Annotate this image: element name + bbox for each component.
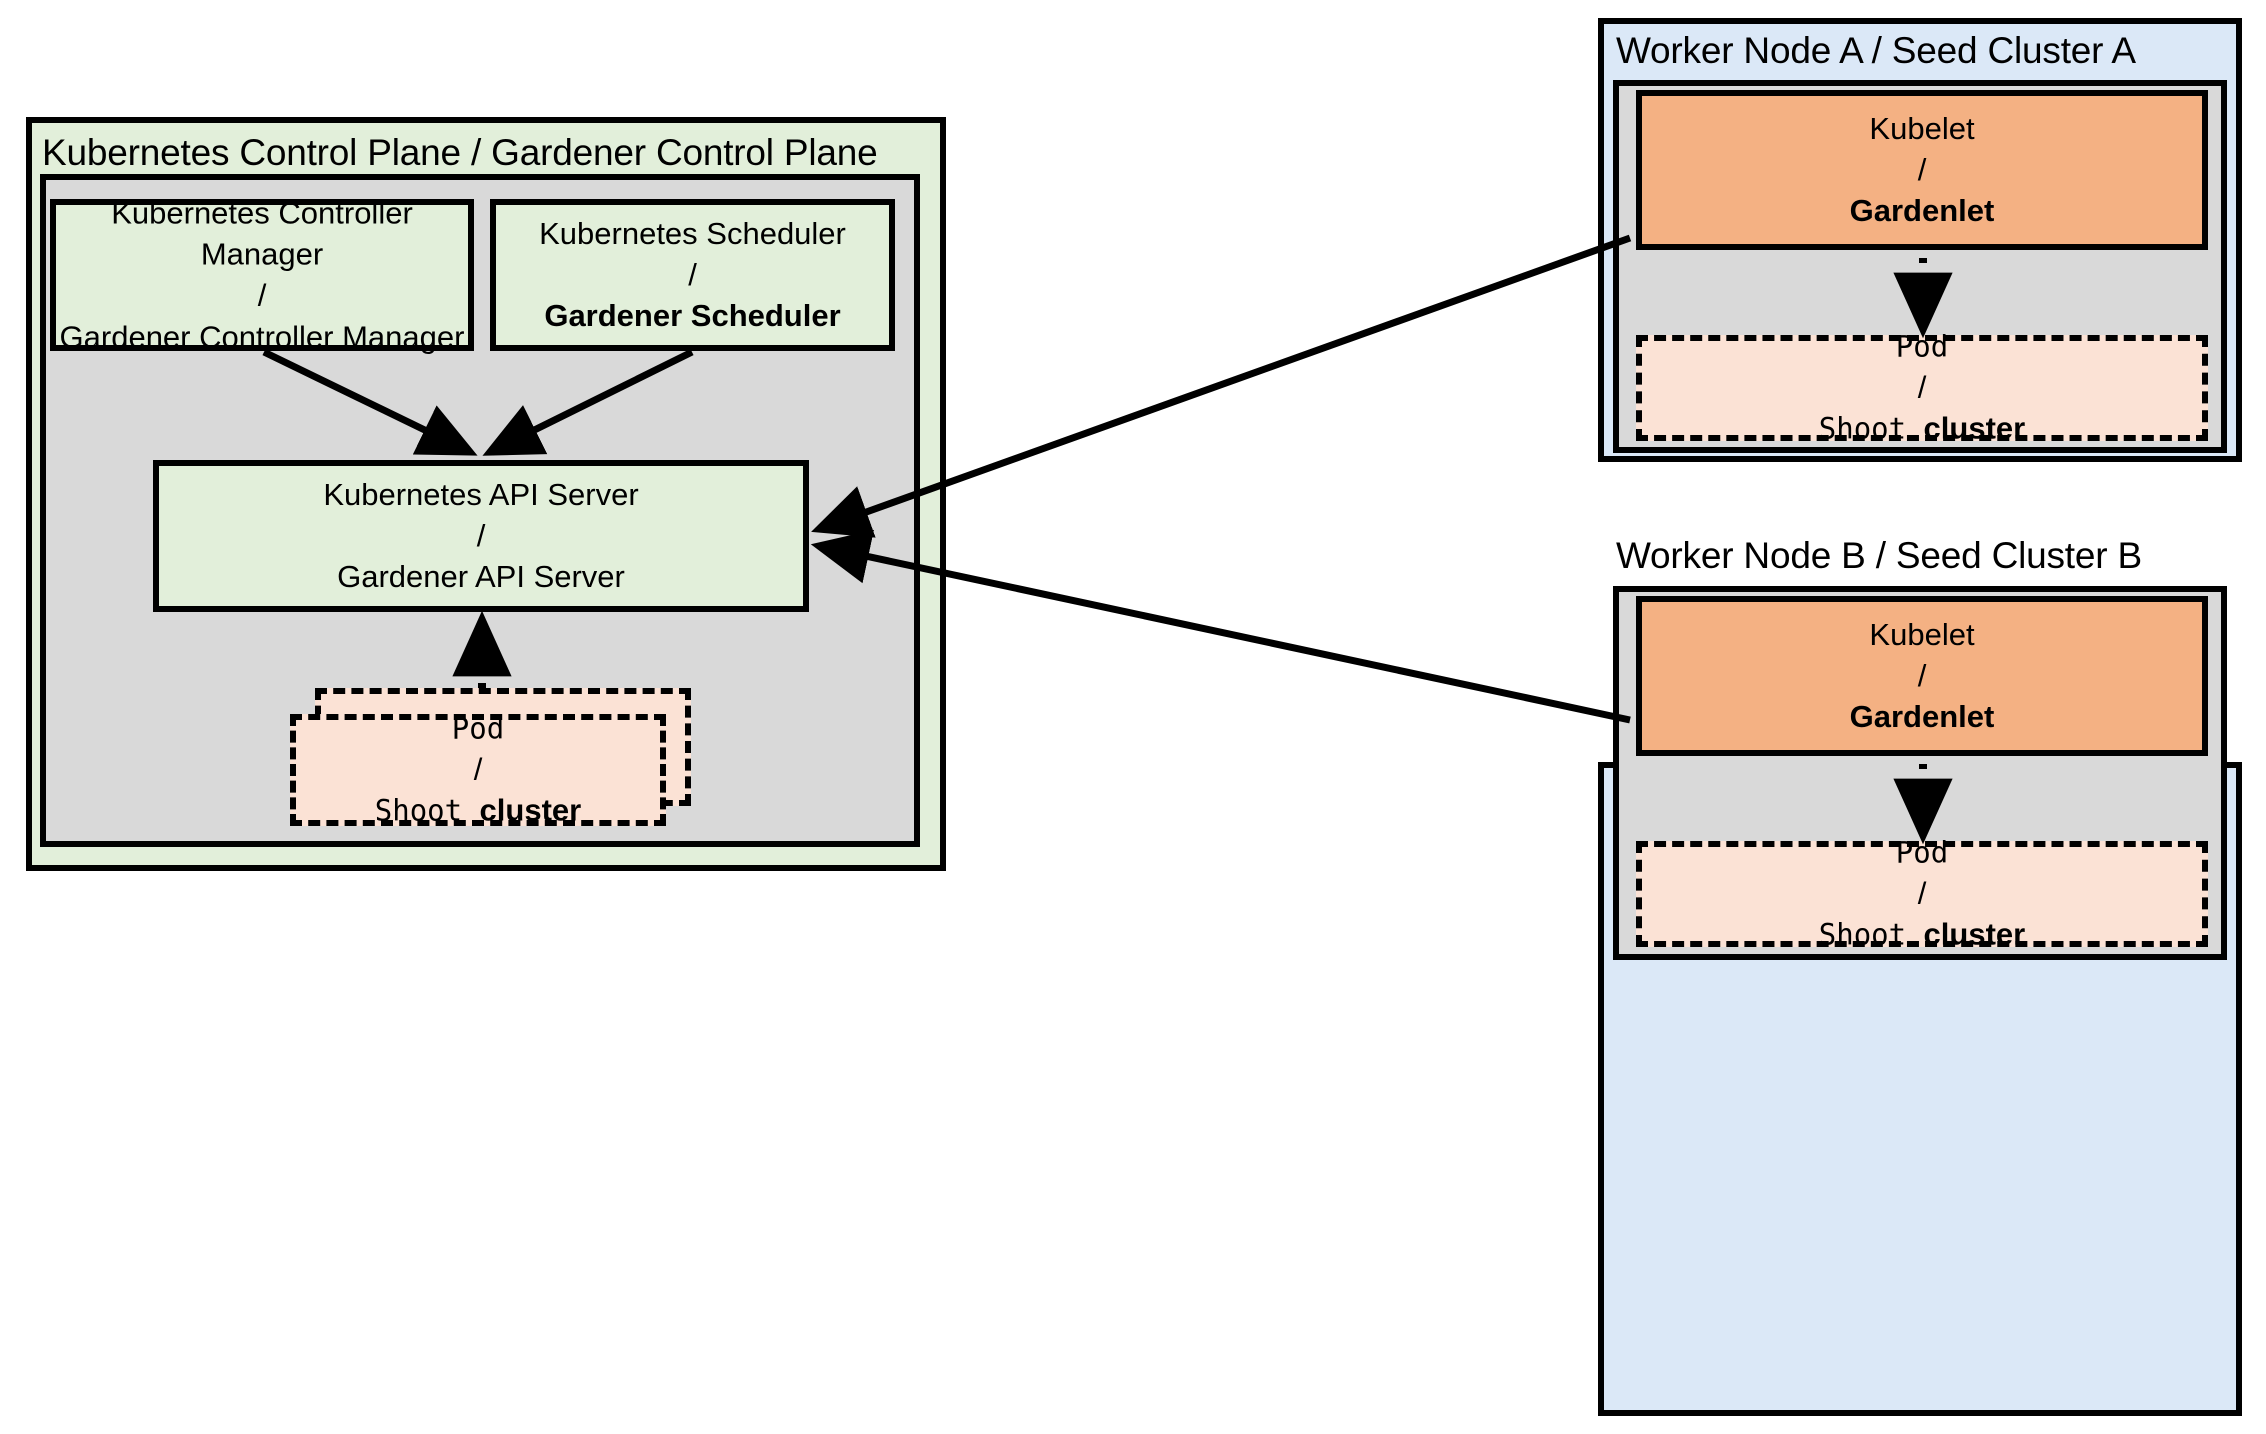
kubernetes-api-server-box[interactable]: Kubernetes API Server / Gardener API Ser… <box>153 460 809 612</box>
scheduler-line2: Gardener Scheduler <box>544 298 841 334</box>
worker-node-a-group-label: Worker Node A / Seed Cluster A <box>1616 30 2136 71</box>
worker-node-b-pod-separator: / <box>1917 875 1927 911</box>
controller-manager-separator: / <box>257 278 267 313</box>
control-plane-pod-box[interactable]: Pod / Shoot cluster <box>290 712 666 827</box>
scheduler-line1: Kubernetes Scheduler <box>539 216 846 252</box>
controller-manager-line1: Kubernetes Controller Manager <box>111 195 413 272</box>
worker-node-a-pod-separator: / <box>1917 369 1927 405</box>
api-server-line1: Kubernetes API Server <box>323 477 639 513</box>
worker-node-a-kubelet-line2: Gardenlet <box>1849 193 1995 229</box>
worker-node-b-pod-text: Pod / Shoot cluster <box>1642 834 2202 955</box>
worker-node-a-pod-box[interactable]: Pod / Shoot cluster <box>1636 330 2208 445</box>
kubernetes-scheduler-box[interactable]: Kubernetes Scheduler / Gardener Schedule… <box>490 199 895 351</box>
worker-node-b-group-label: Worker Node B / Seed Cluster B <box>1616 535 2142 576</box>
worker-node-b-kubelet-text: Kubelet / Gardenlet <box>1642 614 2202 738</box>
scheduler-text: Kubernetes Scheduler / Gardener Schedule… <box>496 213 889 337</box>
control-plane-pod-text: Pod / Shoot cluster <box>296 710 660 831</box>
control-plane-pod-separator: / <box>473 751 483 787</box>
worker-node-a-kubelet-text: Kubelet / Gardenlet <box>1642 108 2202 232</box>
worker-node-a-pod-line1: Pod <box>1895 329 1949 364</box>
controller-manager-text: Kubernetes Controller Manager / Gardener… <box>56 193 468 358</box>
worker-node-a-pod-line2-plain: Shoot <box>1818 411 1924 446</box>
api-server-text: Kubernetes API Server / Gardener API Ser… <box>159 474 803 598</box>
api-server-separator: / <box>476 518 486 554</box>
worker-node-b-pod-line2-plain: Shoot <box>1818 917 1924 952</box>
worker-node-b-kubelet-separator: / <box>1917 658 1927 694</box>
worker-node-a-kubelet-box[interactable]: Kubelet / Gardenlet <box>1636 90 2208 250</box>
control-plane-pod-line2-plain: Shoot <box>374 793 480 828</box>
worker-node-b-pod-box[interactable]: Pod / Shoot cluster <box>1636 836 2208 951</box>
worker-node-a-pod-line2-bold: cluster <box>1923 410 2026 446</box>
scheduler-separator: / <box>688 257 697 293</box>
worker-node-b-kubelet-line1: Kubelet <box>1869 617 1975 653</box>
worker-node-b-kubelet-box[interactable]: Kubelet / Gardenlet <box>1636 596 2208 756</box>
control-plane-pod-line2: Shoot cluster <box>296 789 660 830</box>
worker-node-b-pod-line1: Pod <box>1895 835 1949 870</box>
worker-node-a-kubelet-line1: Kubelet <box>1869 111 1975 147</box>
api-server-line2: Gardener API Server <box>337 559 625 595</box>
control-plane-pod-line2-bold: cluster <box>479 792 582 828</box>
worker-node-b-kubelet-line2: Gardenlet <box>1849 699 1995 735</box>
control-plane-pod-line1: Pod <box>451 711 505 746</box>
controller-manager-line2: Gardener Controller Manager <box>59 319 465 355</box>
control-plane-group-label: Kubernetes Control Plane / Gardener Cont… <box>42 132 878 173</box>
worker-node-a-pod-line2: Shoot cluster <box>1642 407 2202 448</box>
worker-node-a-pod-text: Pod / Shoot cluster <box>1642 328 2202 449</box>
worker-node-b-pod-line2-bold: cluster <box>1923 916 2026 952</box>
kubernetes-controller-manager-box[interactable]: Kubernetes Controller Manager / Gardener… <box>50 196 474 354</box>
worker-node-b-pod-line2: Shoot cluster <box>1642 913 2202 954</box>
worker-node-a-kubelet-separator: / <box>1917 152 1927 188</box>
